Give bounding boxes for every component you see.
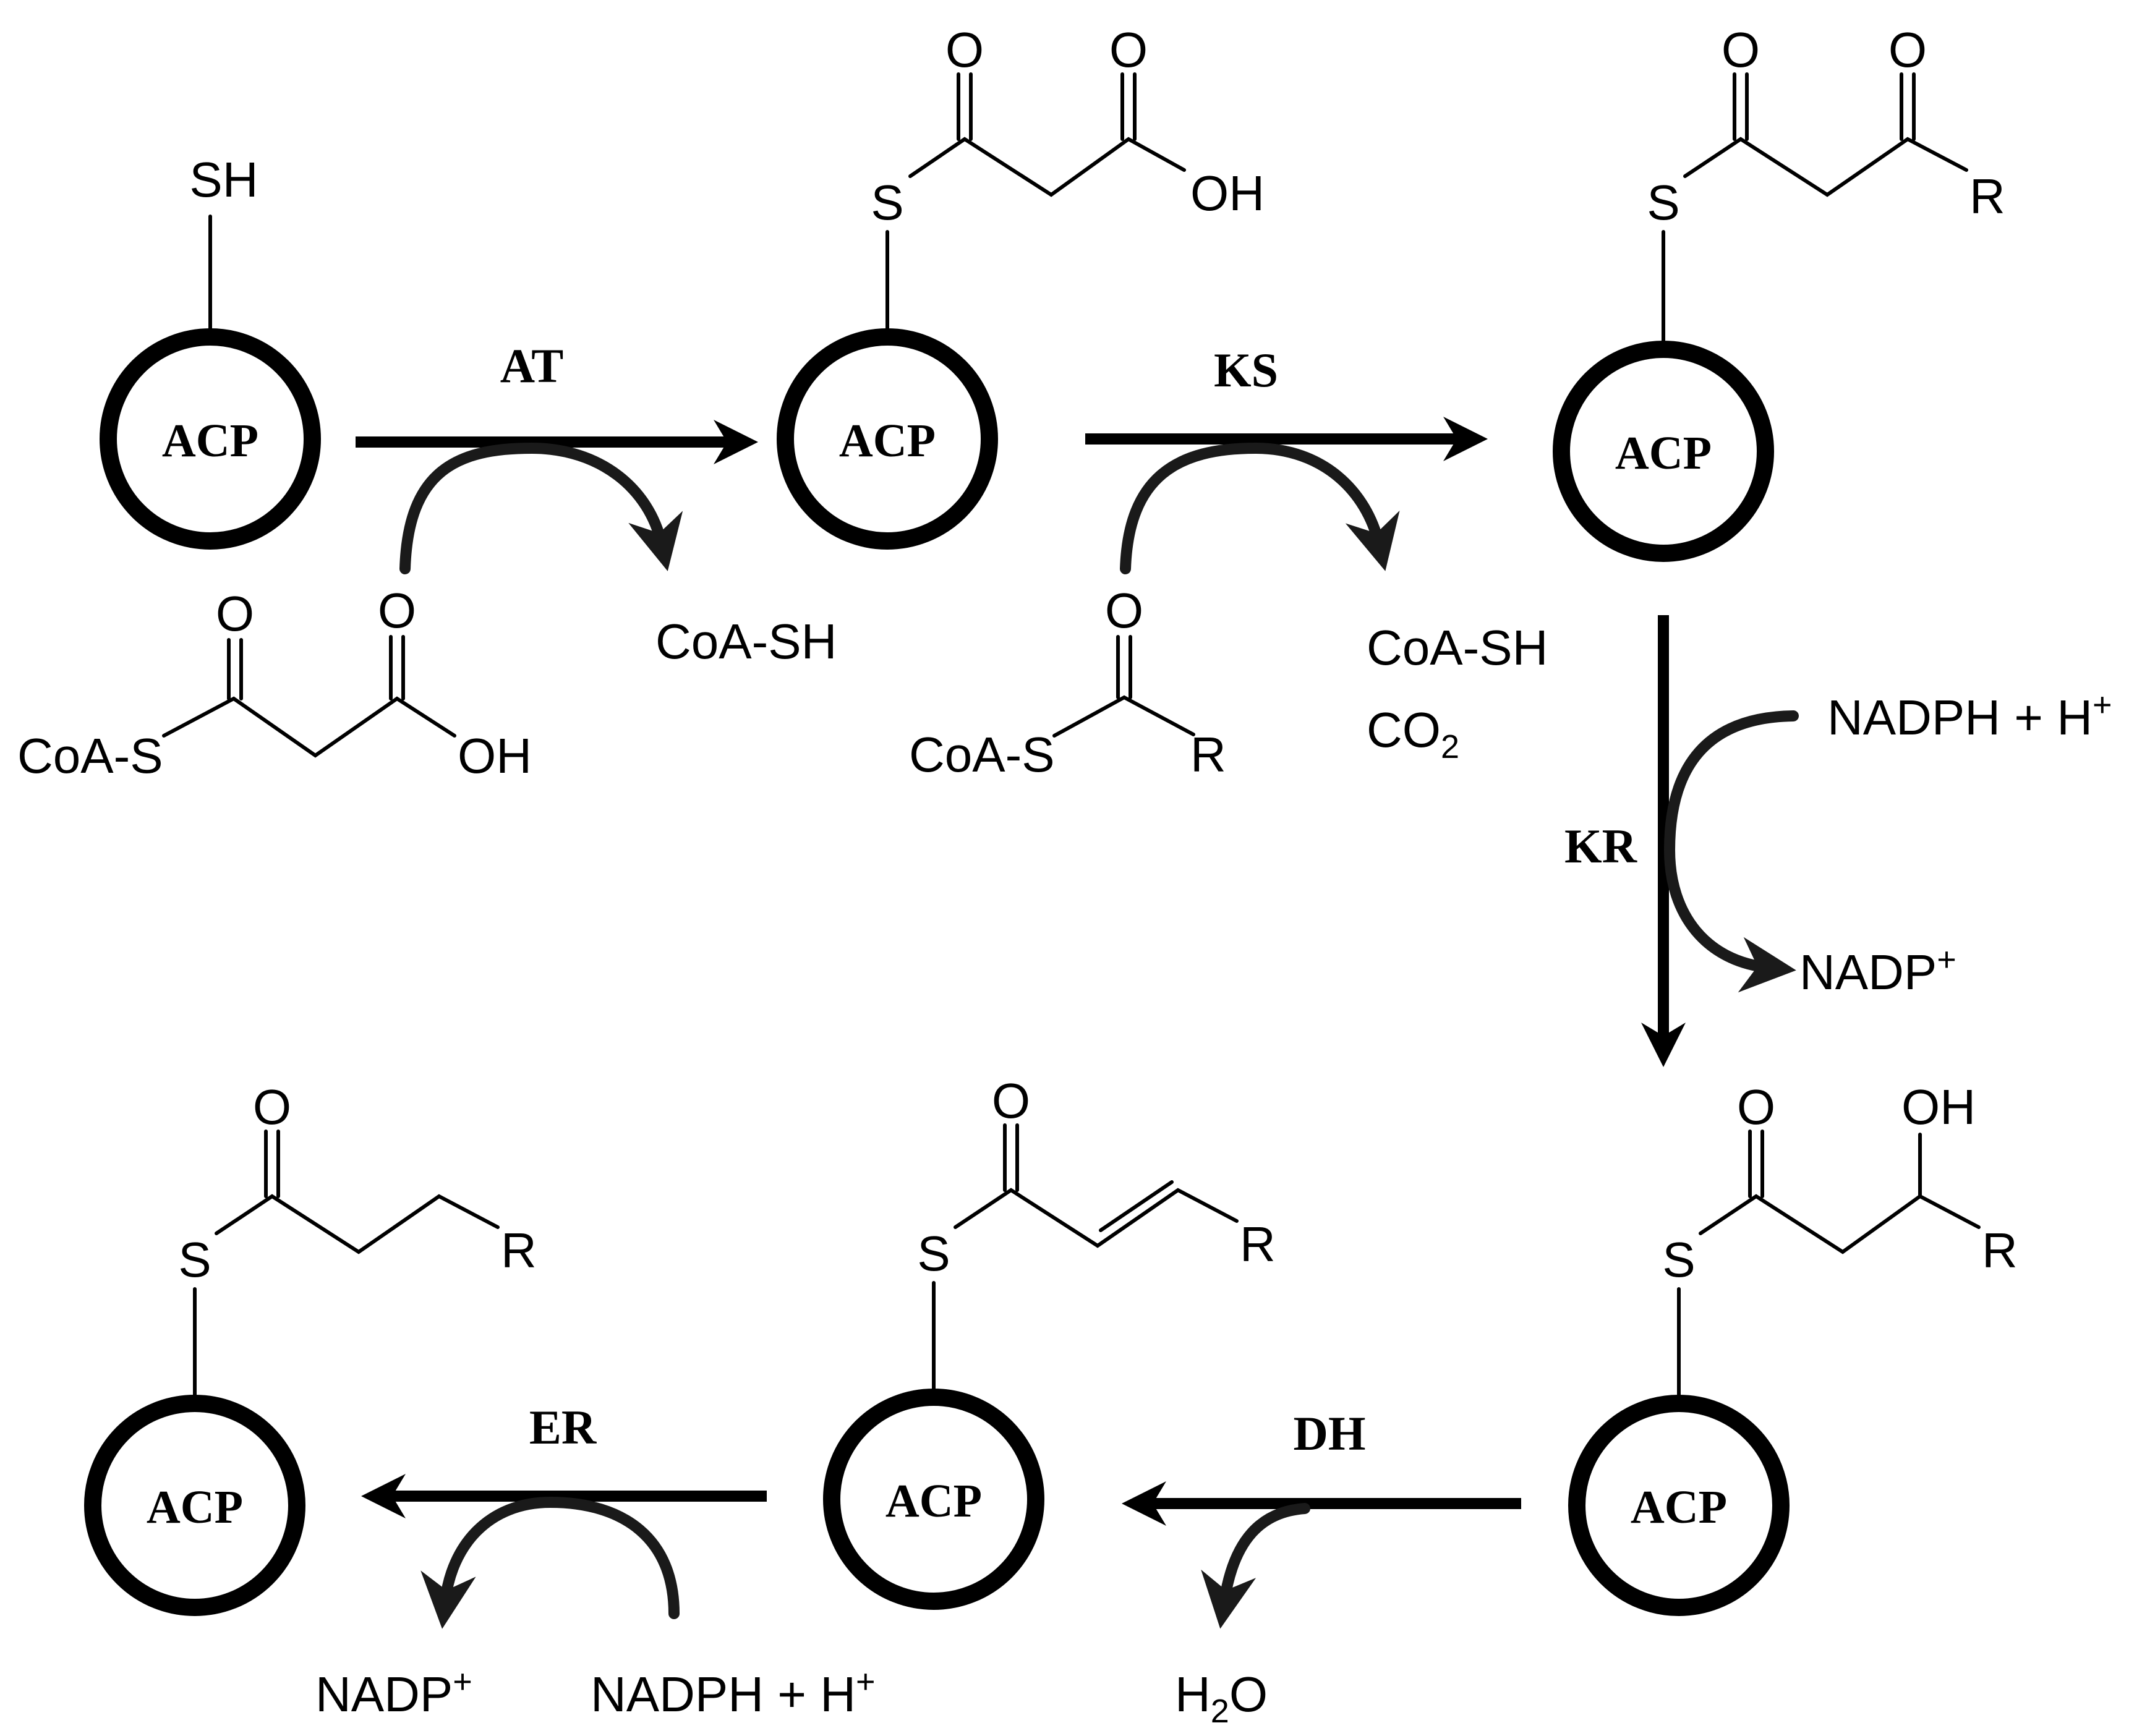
- malonyl-acp-o1: O: [945, 22, 984, 77]
- er-cosubstrate-curve: [420, 1496, 680, 1629]
- ks-coa-sh-product: CoA-SH: [1367, 620, 1548, 675]
- at-coa-sh-product: CoA-SH: [655, 614, 837, 669]
- at-cosubstrate-curve: [399, 442, 683, 574]
- at-enzyme-label: AT: [500, 339, 564, 393]
- acp-label-3: ACP: [1615, 427, 1712, 479]
- malonyl-acp-oh: OH: [1190, 166, 1265, 221]
- acp-6-acyl: ACP S O R: [84, 1079, 537, 1616]
- acyl-acp-o: O: [253, 1079, 291, 1134]
- hydroxyacyl-acp-s: S: [1662, 1232, 1695, 1287]
- dh-byproduct-curve: [1201, 1503, 1310, 1629]
- ks-enzyme-label: KS: [1214, 343, 1278, 397]
- acp-label-6: ACP: [147, 1481, 243, 1533]
- sh-label: SH: [189, 152, 258, 207]
- er-nadp-product: NADP+: [315, 1663, 472, 1722]
- acp-3-ketoacyl: ACP S O O R: [1553, 22, 2005, 562]
- ks-co2-product: CO2: [1367, 702, 1459, 765]
- ketoacyl-acp-o2: O: [1888, 22, 1927, 77]
- acyl-acp-r: R: [501, 1223, 537, 1278]
- kr-step: KR NADPH + H+ NADP+: [1564, 615, 2112, 1067]
- dh-step: DH H2O: [1122, 1406, 1521, 1730]
- malonyl-coa-o2: O: [378, 583, 416, 638]
- malonyl-coa-s-label: CoA-S: [17, 728, 163, 783]
- acp-4-hydroxyacyl: ACP S O OH R: [1568, 1079, 2018, 1616]
- malonyl-coa: CoA-S O O OH: [17, 583, 532, 783]
- kr-nadp-product: NADP+: [1799, 941, 1956, 1000]
- acyl-coa: CoA-S O R: [909, 583, 1226, 782]
- acyl-coa-o: O: [1105, 583, 1143, 638]
- acyl-coa-s-label: CoA-S: [909, 727, 1055, 782]
- acyl-coa-r: R: [1190, 727, 1226, 782]
- dh-water-product: H2O: [1175, 1667, 1268, 1730]
- ks-cosubstrate-curve: [1120, 442, 1400, 574]
- acp-1-holo: ACP SH: [100, 152, 321, 550]
- ketoacyl-acp-o1: O: [1722, 22, 1760, 77]
- enoyl-acp-o: O: [992, 1073, 1030, 1128]
- dh-enzyme-label: DH: [1294, 1406, 1366, 1460]
- hydroxyacyl-acp-o: O: [1737, 1079, 1775, 1134]
- hydroxyacyl-acp-oh: OH: [1901, 1079, 1976, 1134]
- er-nadph-reagent: NADPH + H+: [591, 1663, 876, 1722]
- acp-label-2: ACP: [839, 415, 936, 467]
- at-step: AT CoA-SH: [356, 339, 837, 669]
- acp-label-4: ACP: [1631, 1481, 1727, 1533]
- acp-label-1: ACP: [162, 415, 258, 467]
- acp-2-malonyl: ACP S O O OH: [777, 22, 1265, 550]
- ks-step: KS CoA-SH CO2: [1085, 343, 1548, 765]
- malonyl-acp-s: S: [871, 175, 903, 230]
- enoyl-acp-s: S: [917, 1226, 950, 1281]
- kr-cosubstrate-curve: [1663, 710, 1799, 993]
- malonyl-coa-o1: O: [216, 586, 254, 641]
- acp-5-enoyl: ACP S O R: [823, 1073, 1276, 1610]
- ketoacyl-acp-r: R: [1969, 169, 2005, 224]
- enoyl-acp-r: R: [1240, 1217, 1276, 1272]
- ketoacyl-acp-s: S: [1647, 175, 1679, 230]
- malonyl-acp-o2: O: [1109, 22, 1148, 77]
- er-step: ER NADP+ NADPH + H+: [315, 1400, 876, 1722]
- acp-label-5: ACP: [885, 1475, 982, 1527]
- kr-nadph-reagent: NADPH + H+: [1827, 686, 2112, 745]
- hydroxyacyl-acp-r: R: [1982, 1223, 2018, 1278]
- kr-enzyme-label: KR: [1564, 819, 1638, 873]
- malonyl-coa-oh: OH: [458, 728, 532, 783]
- er-enzyme-label: ER: [529, 1400, 597, 1454]
- acyl-acp-s: S: [178, 1232, 211, 1287]
